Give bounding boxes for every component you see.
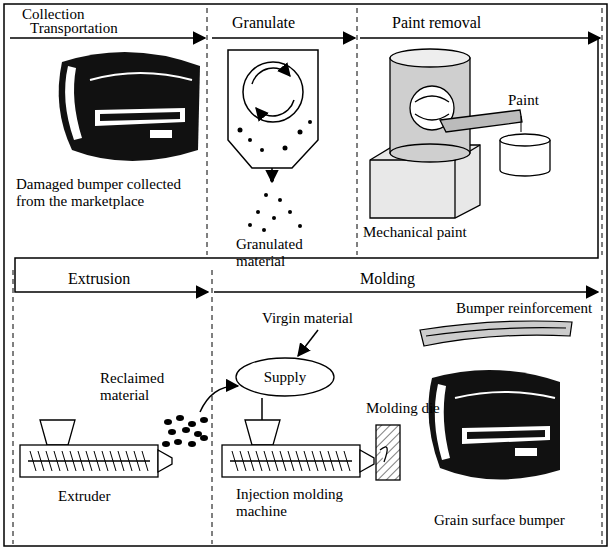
stage-label: Molding — [360, 270, 415, 288]
part-label: Granulated material — [236, 236, 346, 269]
part-label: Mechanical paint — [363, 224, 467, 241]
paint-cup — [500, 134, 550, 176]
stage-label: Paint removal — [392, 14, 481, 32]
part-label: Damaged bumper collected from the market… — [16, 176, 204, 209]
paint-removal-machine — [370, 49, 522, 218]
extruder — [20, 420, 172, 477]
stage-label: Granulate — [232, 14, 295, 32]
stage-arrows — [10, 38, 600, 292]
part-label: Reclaimed material — [100, 370, 190, 403]
virgin-arrow — [298, 330, 318, 356]
part-label: Paint — [508, 92, 539, 109]
outer-frame — [4, 4, 607, 546]
stage-separators — [13, 8, 602, 544]
part-label: Extruder — [58, 488, 110, 505]
part-label: Grain surface bumper — [434, 512, 565, 529]
bumper-reinforcement — [420, 321, 572, 346]
supply-ellipse: Supply — [235, 357, 335, 397]
reclaimed-pellets — [162, 415, 208, 447]
part-label: Molding die — [366, 400, 440, 417]
damaged-bumper — [59, 52, 200, 161]
extruder-screw — [30, 451, 148, 471]
feed-arrow — [200, 386, 238, 412]
part-label: Virgin material — [262, 310, 353, 327]
stage-label: Transportation — [30, 20, 118, 37]
supply-pipe — [261, 398, 263, 420]
grain-surface-bumper — [428, 370, 560, 480]
node-text: Supply — [264, 369, 307, 386]
granulator — [228, 50, 318, 232]
part-label: Bumper reinforcement — [456, 300, 592, 317]
stage-label: Extrusion — [68, 270, 130, 288]
part-label: Injection molding machine — [236, 486, 356, 519]
injection-molding-machine — [222, 420, 400, 480]
injection-screw — [232, 451, 350, 471]
